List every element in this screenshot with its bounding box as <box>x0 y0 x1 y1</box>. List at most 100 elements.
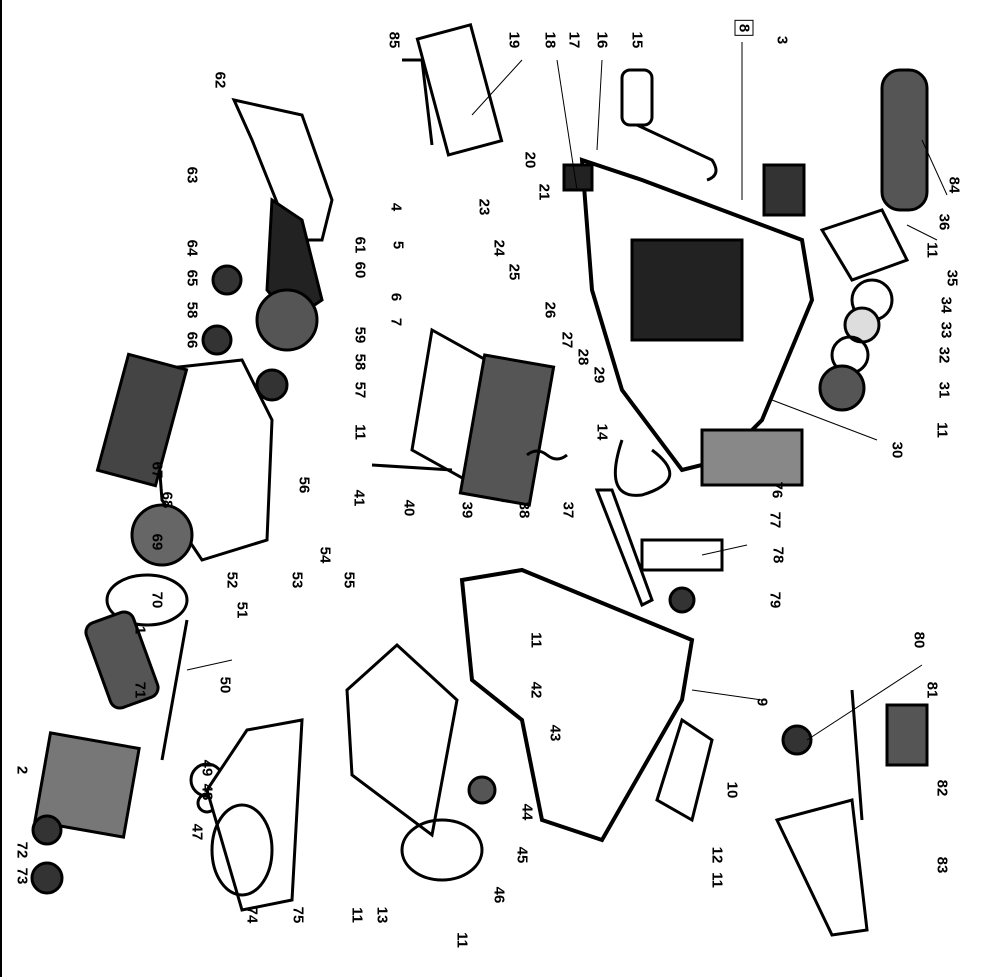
part-number-label: 39 <box>458 501 476 519</box>
cable-14 <box>613 439 672 497</box>
frame-detail <box>630 238 744 342</box>
part-number-label: 28 <box>574 348 592 366</box>
part-number-label: 49 <box>198 759 216 777</box>
part-number-label: 81 <box>923 681 941 699</box>
belt-70 <box>105 573 189 627</box>
part-number-label: 1 <box>131 625 149 635</box>
pulley-65 <box>211 264 243 296</box>
part-number-label: 62 <box>211 71 229 89</box>
stator <box>33 731 141 839</box>
part-number-label: 42 <box>527 681 545 699</box>
frame-foot <box>700 428 804 487</box>
part-number-label: 48 <box>198 783 216 801</box>
part-number-label: 50 <box>216 676 234 694</box>
chassis-9 <box>459 567 695 843</box>
part-number-label: 27 <box>558 331 576 349</box>
part-number-label: 19 <box>505 31 523 49</box>
flange-31 <box>818 364 866 412</box>
part-number-label: 78 <box>769 546 787 564</box>
part-number-label: 16 <box>593 31 611 49</box>
part-number-label: 14 <box>593 423 611 441</box>
part-number-label: 33 <box>937 321 955 339</box>
part-number-label: 17 <box>565 31 583 49</box>
part-number-label: 58 <box>351 353 369 371</box>
part-number-label: 24 <box>490 239 508 257</box>
part-number-label: 3 <box>773 35 791 45</box>
part-number-label: 6 <box>387 292 405 302</box>
part-number-label: 41 <box>350 489 368 507</box>
part-number-label: 60 <box>351 261 369 279</box>
part-number-label: 77 <box>766 511 784 529</box>
bearing-73 <box>30 861 64 895</box>
part-number-label: 12 <box>708 846 726 864</box>
part-number-label: 61 <box>351 236 369 254</box>
part-number-label: 80 <box>910 631 928 649</box>
part-number-label: 5 <box>389 240 407 250</box>
gear-housing <box>150 358 274 562</box>
clamp-81 <box>885 703 929 767</box>
part-number-label: 75 <box>289 906 307 924</box>
handle <box>880 68 929 212</box>
part-number-label: 25 <box>505 263 523 281</box>
part-number-label: 2 <box>13 765 31 775</box>
switch-plate <box>415 22 504 157</box>
fence-plate <box>640 538 724 572</box>
part-number-label: 56 <box>295 476 313 494</box>
filter-67 <box>95 352 189 488</box>
part-number-label: 30 <box>888 441 906 459</box>
part-number-label: 11 <box>453 932 471 948</box>
part-number-label: 23 <box>475 198 493 216</box>
armature <box>84 610 160 710</box>
part-number-label: 31 <box>935 381 953 399</box>
spring-37 <box>526 449 568 461</box>
pulley-59 <box>255 288 319 352</box>
part-number-label: 35 <box>943 269 961 287</box>
gear-69 <box>130 503 194 567</box>
part-number-label: 32 <box>935 346 953 364</box>
part-number-label: 37 <box>559 501 577 519</box>
knob-80 <box>781 724 813 756</box>
part-number-label: 59 <box>351 326 369 344</box>
part-number-label: 74 <box>243 906 261 924</box>
part-number-label: 46 <box>490 886 508 904</box>
knob-79 <box>668 586 696 614</box>
pin-15 <box>620 68 654 127</box>
part-number-label: 11 <box>527 632 545 648</box>
bearing-66 <box>201 324 233 356</box>
part-number-label: 29 <box>590 366 608 384</box>
part-10 <box>655 717 714 823</box>
part-number-label: 67 <box>148 461 166 479</box>
part-number-label: 70 <box>148 591 166 609</box>
cover-13 <box>345 642 459 838</box>
part-17 <box>562 163 594 192</box>
part-number-label: 65 <box>183 269 201 287</box>
part-number-label: 84 <box>945 176 963 194</box>
part-number-label: 71 <box>131 681 149 699</box>
part-number-label: 11 <box>348 907 366 923</box>
guide-83 <box>774 798 869 937</box>
part-number-label: 54 <box>316 546 334 564</box>
part-number-label: 10 <box>723 781 741 799</box>
part-number-label: 69 <box>148 533 166 551</box>
part-number-label: 73 <box>13 867 31 885</box>
switch-3 <box>762 163 806 217</box>
part-number-label: 58 <box>183 301 201 319</box>
part-number-label: 68 <box>158 491 176 509</box>
part-number-label: 13 <box>373 906 391 924</box>
part-number-label: 7 <box>387 317 405 327</box>
cable-15 <box>636 123 718 182</box>
part-number-label: 51 <box>233 601 251 619</box>
shaft <box>160 619 189 761</box>
part-number-label: 36 <box>935 213 953 231</box>
part-number-label: 82 <box>933 779 951 797</box>
part-number-label: 44 <box>518 803 536 821</box>
part-number-label: 8 <box>734 19 754 37</box>
part-number-label: 11 <box>708 872 726 888</box>
part-number-label: 9 <box>753 697 771 707</box>
part-number-label: 66 <box>183 331 201 349</box>
belt-guard <box>231 97 334 242</box>
part-number-label: 34 <box>937 296 955 314</box>
part-number-label: 43 <box>546 724 564 742</box>
part-number-label: 15 <box>628 31 646 49</box>
